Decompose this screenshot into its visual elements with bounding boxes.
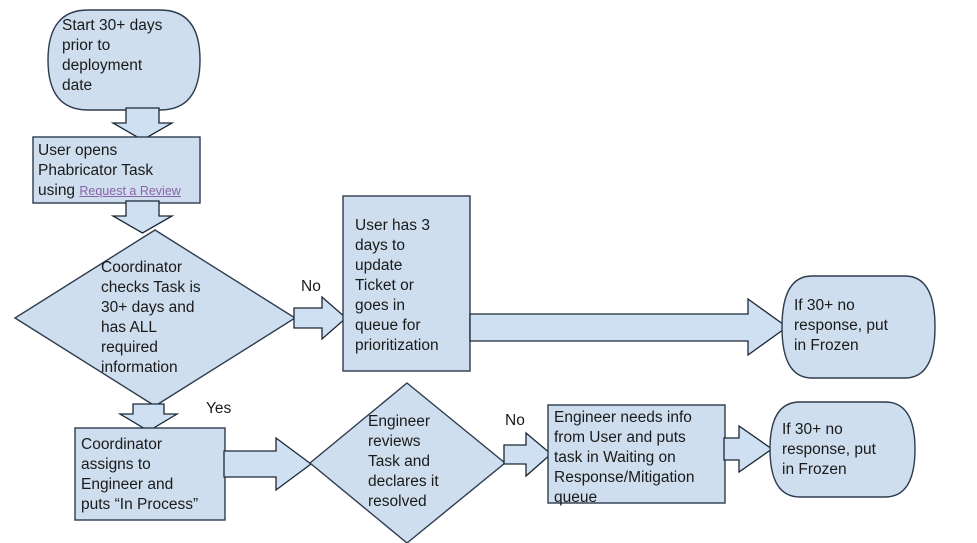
edge-label-no-bottom: No — [505, 412, 525, 429]
edge-label-no-top: No — [301, 278, 321, 295]
node-open-task-shape[interactable] — [32, 136, 201, 204]
arrow-needs-info-to-frozen-bottom — [723, 424, 774, 474]
node-coordinator-assign-shape[interactable] — [74, 427, 226, 521]
node-engineer-review-shape[interactable] — [308, 382, 507, 543]
node-user-three-days-shape[interactable] — [342, 195, 471, 372]
arrow-open-task-to-check — [110, 200, 175, 234]
edge-label-yes: Yes — [206, 400, 232, 417]
node-coordinator-check-shape[interactable] — [13, 229, 297, 407]
arrow-coordinator-assign-to-engineer-review — [223, 436, 313, 492]
arrow-check-to-user-three-days — [293, 295, 347, 341]
arrow-check-to-coordinator-assign — [117, 403, 180, 432]
arrow-engineer-review-to-needs-info — [503, 431, 552, 478]
node-frozen-bottom-shape[interactable] — [769, 401, 916, 498]
node-engineer-needs-info-shape[interactable] — [547, 404, 726, 504]
node-frozen-top-shape[interactable] — [781, 275, 936, 379]
node-start-shape[interactable] — [47, 9, 201, 111]
arrow-user-three-days-to-frozen-top — [469, 297, 789, 357]
arrow-start-to-open-task — [110, 107, 175, 141]
